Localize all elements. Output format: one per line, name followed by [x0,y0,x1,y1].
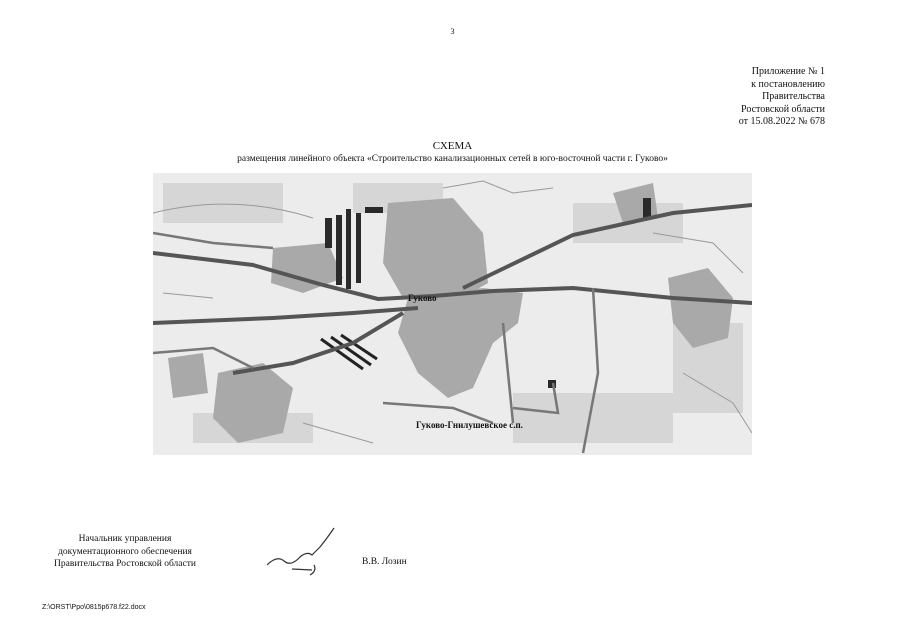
page-number: 3 [450,27,455,36]
appendix-header: Приложение № 1 к постановлению Правитель… [739,66,825,129]
signer-position-line-2: документационного обеспечения [58,546,192,557]
appendix-line-5: от 15.08.2022 № 678 [738,116,825,127]
appendix-line-4: Ростовской области [741,103,825,115]
map-label-city: Гуково [408,293,437,303]
appendix-line-3: Правительства [762,91,825,102]
file-path: Z:\ORST\Ppo\0815p678.f22.docx [42,604,146,611]
signer-position-line-3: Правительства Ростовской области [54,559,196,569]
document-subtitle: размещения линейного объекта «Строительс… [237,154,668,164]
signer-name: В.В. Лозин [362,557,407,567]
document-title: СХЕМА [432,140,473,152]
handwritten-signature [266,527,335,576]
signer-position-line-1: Начальник управления [78,534,172,544]
signature-block: Начальник управления документационного о… [40,533,210,571]
map-label-settlement: Гуково-Гнилушевское с.п. [416,420,523,430]
scheme-map: Гуково Гуково-Гнилушевское с.п. [153,173,752,455]
appendix-line-1: Приложение № 1 [751,66,825,77]
appendix-line-2: к постановлению [751,78,825,90]
